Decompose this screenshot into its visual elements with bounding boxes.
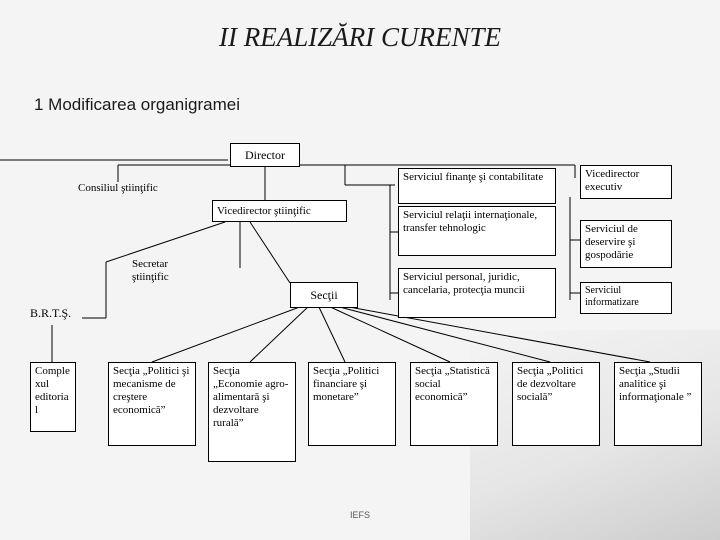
serviciul-informatizare-box: Serviciul informatizare (580, 282, 672, 314)
vicedirector-stiintific-box: Vicedirector ştiinţific (212, 200, 347, 222)
vicedirector-executiv-box: Vicedirector executiv (580, 165, 672, 199)
complexul-editorial-box: Comple xul editoria l (30, 362, 76, 432)
serviciul-personal-box: Serviciul personal, juridic, cancelaria,… (398, 268, 556, 318)
sectia-politici-mecanisme-box: Secţia „Politici şi mecanisme de creşter… (108, 362, 196, 446)
director-box: Director (230, 143, 300, 167)
slide-title: II REALIZĂRI CURENTE (219, 22, 501, 52)
sectia-economie-agro-box: Secţia „Economie agro-alimentară şi dezv… (208, 362, 296, 462)
serviciul-finante-box: Serviciul finanţe şi contabilitate (398, 168, 556, 204)
sectia-studii-analitice-box: Secţia „Studii analitice şi informaţiona… (614, 362, 702, 446)
secretar-stiintific-label: Secretar ştiinţific (132, 258, 169, 283)
section-heading: 1 Modificarea organigramei (34, 95, 240, 114)
sectia-politici-sociala-box: Secţia „Politici de dezvoltare socială” (512, 362, 600, 446)
consiliul-stiintific-label: Consiliul ştiinţific (78, 182, 158, 194)
serviciul-deservire-box: Serviciul de deservire şi gospodărie (580, 220, 672, 268)
sectia-politici-financiare-box: Secţia „Politici financiare şi monetare” (308, 362, 396, 446)
footer-label: IEFS (350, 510, 371, 520)
brts-label: B.R.T.Ş. (30, 306, 72, 320)
sectii-box: Secţii (290, 282, 358, 308)
serviciul-relatii-box: Serviciul relaţii internaţionale, transf… (398, 206, 556, 256)
sectia-statistica-box: Secţia „Statistică social economică” (410, 362, 498, 446)
